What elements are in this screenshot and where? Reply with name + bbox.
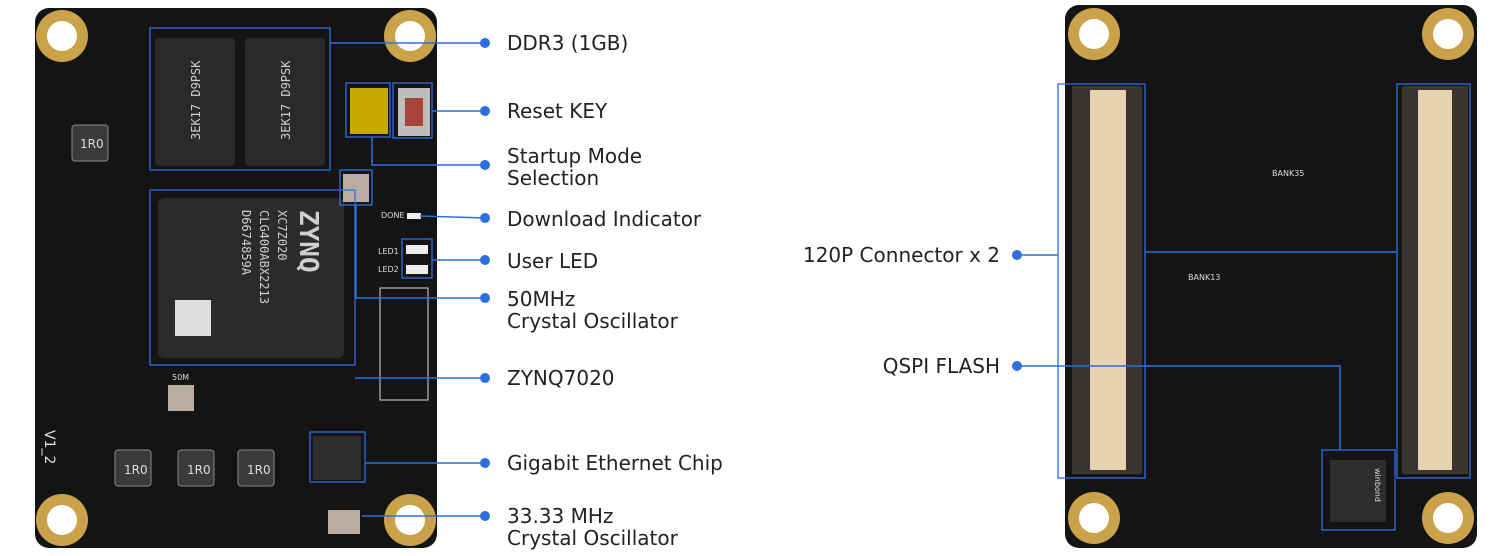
label-ethernet-chip: Gigabit Ethernet Chip (507, 452, 723, 474)
text-label: Crystal Oscillator (507, 526, 678, 550)
text-label: LED1 (378, 247, 399, 256)
text-label: CLG400ABX2213 (257, 210, 271, 304)
text-label: BANK13 (1188, 273, 1220, 282)
oscillator-50m (343, 174, 369, 202)
label-ddr3: DDR3 (1GB) (507, 32, 628, 54)
text-label: DONE (381, 211, 405, 220)
text-label: winbond (1373, 468, 1382, 502)
text-label: Reset KEY (507, 99, 608, 123)
ddr-code: 3EK17 D9PSK (189, 60, 203, 140)
core-board-front: 3EK17 D9PSK 3EK17 D9PSK ZYNQ XC7Z020 CLG… (35, 8, 437, 548)
text-label: 50MHz (507, 287, 576, 311)
text-label: 3EK17 D9PSK (279, 60, 293, 140)
text-label: Startup Mode (507, 144, 643, 168)
text-label: Download Indicator (507, 207, 702, 231)
highlight-boxes (149, 27, 433, 483)
label-reset-key: Reset KEY (507, 100, 607, 122)
label-qspi-flash: QSPI FLASH (883, 355, 1000, 377)
text-label: 33.33 MHz (507, 504, 614, 528)
dip-switch (350, 88, 388, 134)
text-label: Selection (507, 166, 600, 190)
text-label: V1_2 (41, 430, 57, 464)
text-label: D6674859A (239, 210, 253, 276)
text-label: LED2 (378, 265, 399, 274)
label-zynq7020: ZYNQ7020 (507, 367, 615, 389)
zynq-chip: ZYNQ XC7Z020 CLG400ABX2213 D6674859A (158, 198, 344, 358)
text-label: 1R0 (124, 463, 148, 477)
text-label: DDR3 (1GB) (507, 31, 629, 55)
connector-120p (1072, 86, 1468, 474)
text-label: 1R0 (187, 463, 211, 477)
label-user-led: User LED (507, 250, 598, 272)
label-download-indicator: Download Indicator (507, 208, 701, 230)
text-label: 50M (172, 373, 189, 382)
text-label: 120P Connector x 2 (802, 243, 1000, 267)
text-label: 1R0 (80, 137, 104, 151)
text-label: QSPI FLASH (882, 354, 1000, 378)
text-label: User LED (507, 249, 599, 273)
leader-lines (330, 42, 1397, 517)
label-120p-connector: 120P Connector x 2 (803, 244, 1000, 266)
oscillator-33m (328, 510, 360, 534)
qspi-flash-chip (1330, 460, 1386, 522)
ethernet-chip (313, 436, 361, 480)
text-label: ZYNQ7020 (507, 366, 615, 390)
qr-code (175, 300, 211, 336)
callout-dots (480, 38, 1022, 521)
text-label: Gigabit Ethernet Chip (507, 451, 723, 475)
core-board-back: BANK35 BANK13 winbond (1057, 5, 1477, 548)
text-label: Crystal Oscillator (507, 309, 678, 333)
text-label: 1R0 (247, 463, 271, 477)
text-label: XC7Z020 (275, 210, 289, 261)
ddr3-chip: 3EK17 D9PSK 3EK17 D9PSK (155, 38, 325, 166)
text-label: BANK35 (1272, 169, 1304, 178)
text-label: ZYNQ (293, 210, 323, 273)
